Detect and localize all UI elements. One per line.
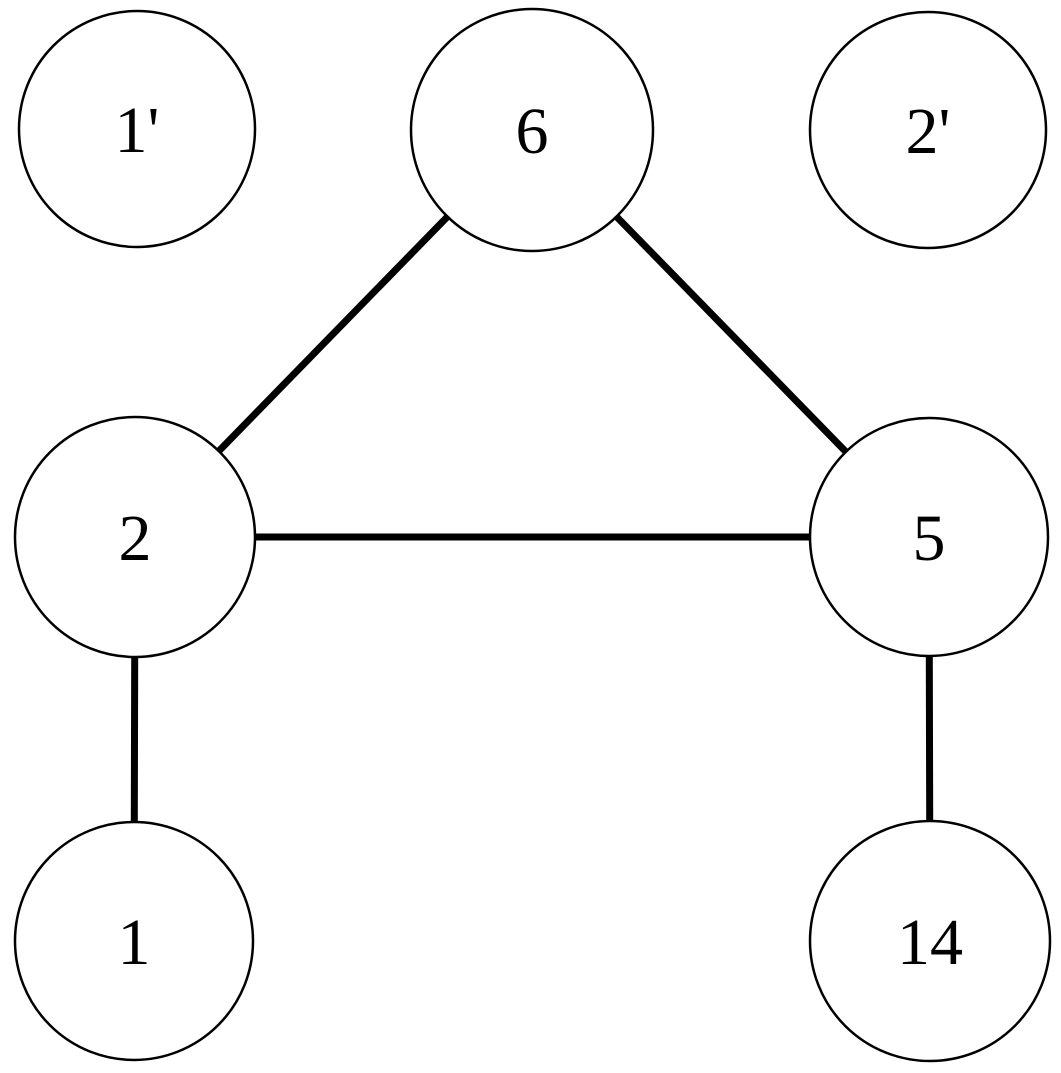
node-6-circle (409, 7, 655, 253)
node-5: 5 (808, 416, 1050, 658)
node-2-label: 2 (119, 502, 152, 575)
node-1-circle (13, 820, 255, 1062)
node-2: 2 (13, 415, 257, 659)
node-1prime: 1' (17, 9, 257, 249)
node-1: 1 (13, 820, 255, 1062)
node-6: 6 (409, 7, 655, 253)
node-2prime-label: 2' (906, 95, 951, 168)
node-1prime-circle (17, 9, 257, 249)
node-14-circle (808, 819, 1052, 1063)
node-14: 14 (808, 819, 1052, 1063)
node-1-label: 1 (118, 906, 151, 979)
node-2-circle (13, 415, 257, 659)
node-5-circle (808, 416, 1050, 658)
node-2prime-circle (808, 10, 1048, 250)
node-14-label: 14 (897, 906, 963, 979)
node-5-label: 5 (913, 502, 946, 575)
node-2prime: 2' (808, 10, 1048, 250)
node-6-label: 6 (516, 95, 549, 168)
node-1prime-label: 1' (115, 94, 160, 167)
